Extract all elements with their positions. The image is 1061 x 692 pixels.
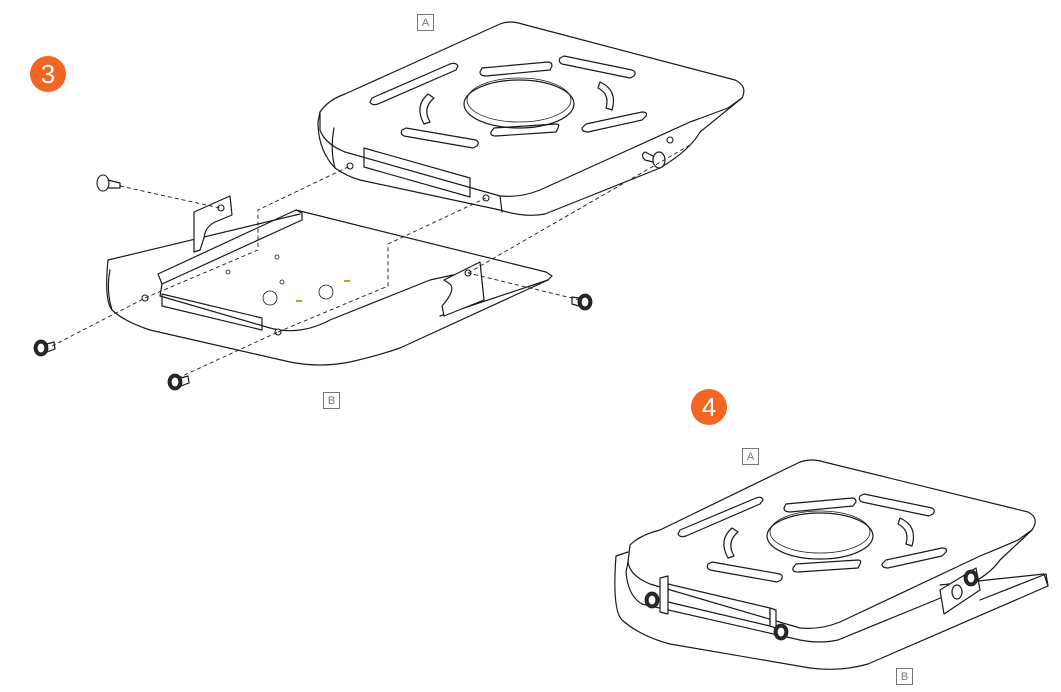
mounting-plate-icon: [614, 459, 1049, 670]
step-3-badge: 3: [30, 56, 66, 92]
step-3-part-b-label: B: [323, 392, 340, 409]
screw-icon: [33, 339, 56, 357]
screw-icon: [644, 591, 660, 609]
screw-icon: [571, 293, 593, 311]
screw-icon: [963, 569, 979, 587]
screw-icon: [773, 623, 789, 641]
step-4-part-b-label: B: [896, 668, 913, 685]
bracket-icon: [106, 195, 553, 366]
mounting-plate-icon: [317, 21, 745, 216]
screw-icon: [96, 174, 121, 192]
step-3-part-a-label: A: [417, 14, 434, 31]
screw-icon: [167, 373, 190, 391]
step-4-badge: 4: [691, 389, 727, 425]
alignment-lines: [51, 144, 691, 379]
step-4-part-a-label: A: [742, 448, 759, 465]
